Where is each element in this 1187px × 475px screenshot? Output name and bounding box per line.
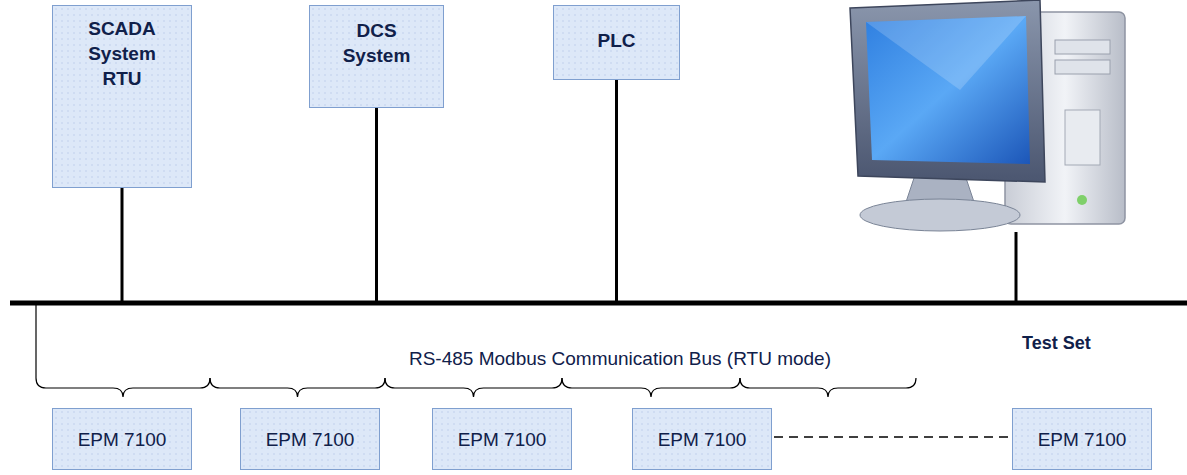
- tower-panel: [1065, 110, 1100, 165]
- group-brace: [36, 378, 210, 397]
- system-box: SCADA System RTU: [52, 5, 192, 188]
- node-label: DCS System: [331, 18, 423, 68]
- continuation-dashes: [774, 436, 1010, 438]
- meter-box: EPM 7100: [432, 408, 572, 470]
- drop-wire: [615, 80, 618, 303]
- monitor-base: [860, 199, 1020, 231]
- bus-label: RS-485 Modbus Communication Bus (RTU mod…: [409, 348, 831, 370]
- node-label: EPM 7100: [54, 427, 190, 452]
- node-label: EPM 7100: [634, 427, 770, 452]
- monitor-bezel: [850, 0, 1045, 182]
- group-brace: [385, 378, 562, 397]
- computer-illustration: [850, 0, 1125, 231]
- group-brace: [210, 378, 385, 397]
- node-label: SCADA System RTU: [76, 16, 168, 91]
- power-led: [1077, 195, 1087, 205]
- station-label: Test Set: [1022, 333, 1091, 354]
- screen-shine: [866, 16, 1026, 90]
- drive-bay: [1055, 40, 1110, 54]
- group-brace: [562, 378, 740, 397]
- system-box: DCS System: [309, 5, 444, 108]
- drive-bay: [1055, 60, 1110, 74]
- drop-wire: [1015, 232, 1018, 303]
- node-label: EPM 7100: [242, 427, 378, 452]
- node-label: EPM 7100: [434, 427, 570, 452]
- meter-box: EPM 7100: [1012, 408, 1152, 470]
- bus-line: [10, 301, 1187, 306]
- meter-box: EPM 7100: [632, 408, 772, 470]
- drop-wire: [121, 188, 124, 303]
- system-box: PLC: [553, 5, 680, 80]
- node-label: EPM 7100: [1014, 427, 1150, 452]
- drop-wire: [375, 108, 378, 303]
- monitor-screen: [866, 16, 1030, 164]
- group-brace: [740, 378, 916, 397]
- node-label: PLC: [567, 28, 667, 53]
- tap-wire: [35, 303, 36, 378]
- meter-box: EPM 7100: [240, 408, 380, 470]
- meter-box: EPM 7100: [52, 408, 192, 470]
